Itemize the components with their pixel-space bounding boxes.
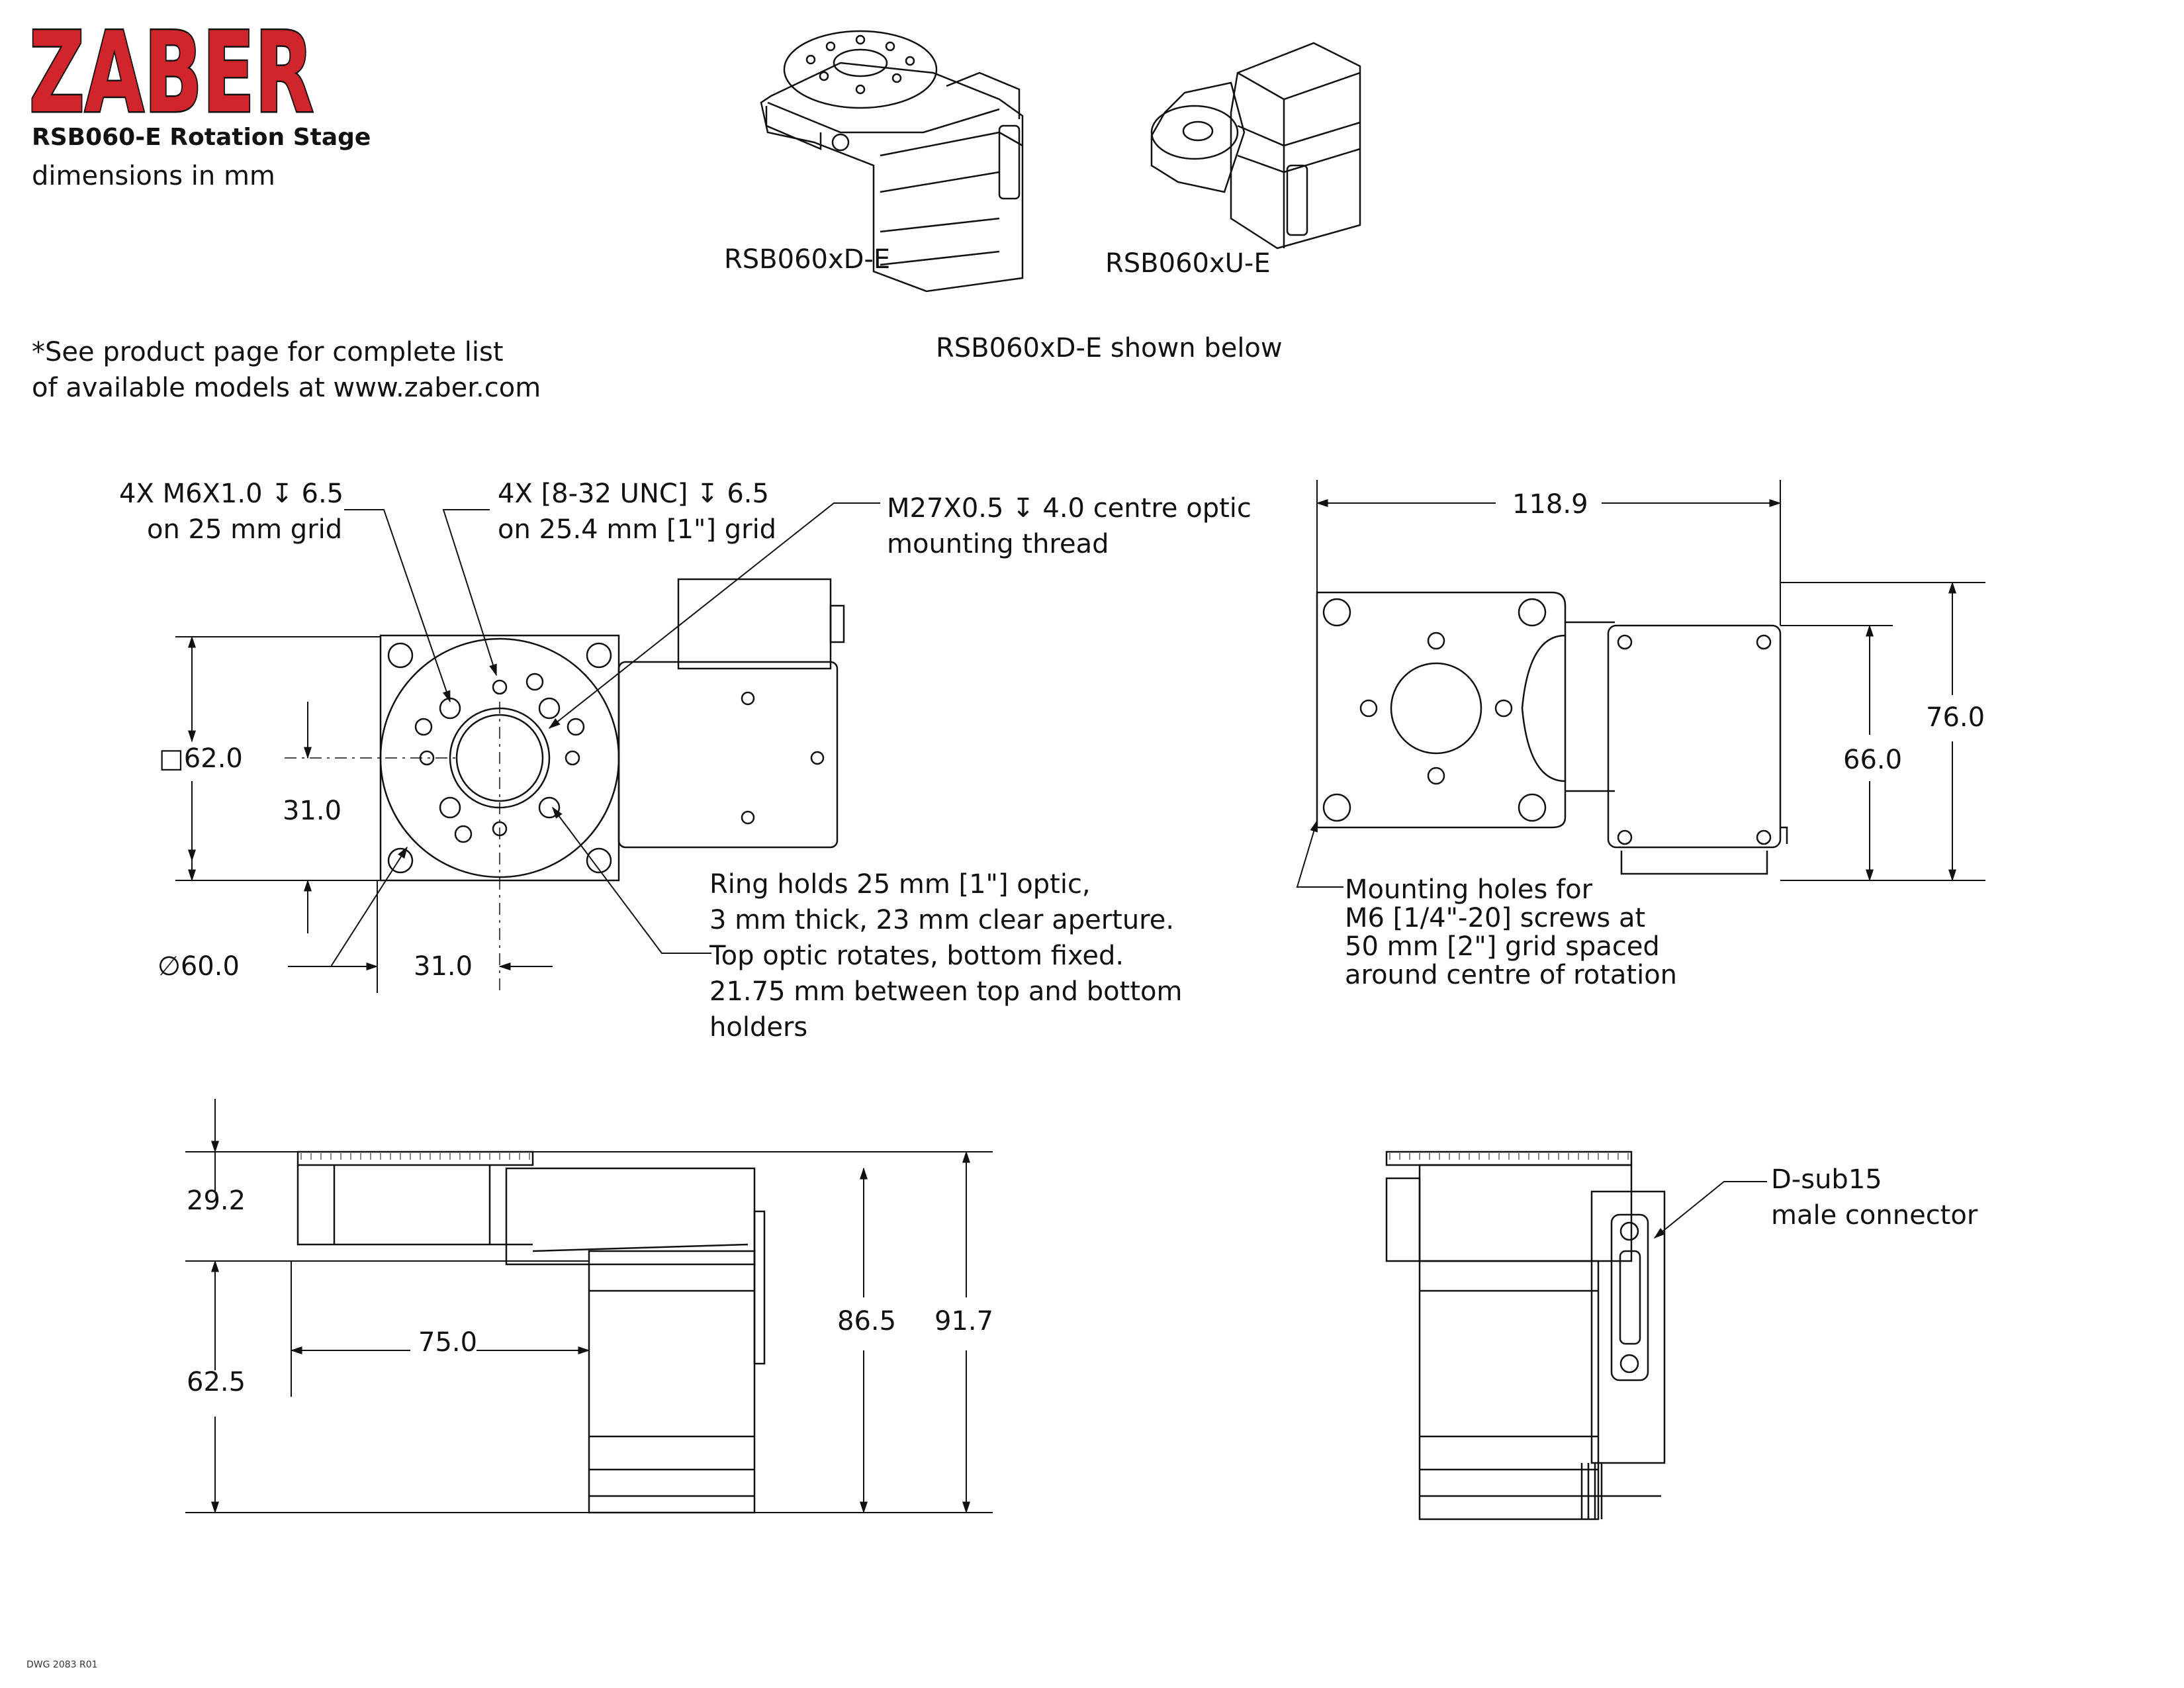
drawing-number: DWG 2083 R01 (26, 1660, 98, 1670)
top-view-dimensions (175, 502, 880, 993)
dim-half-31-vertical: 31.0 (283, 796, 342, 826)
mount-note-line1: Mounting holes for (1345, 874, 1593, 905)
variant-label-downward: RSB060xD-E (724, 244, 891, 275)
side-view (296, 1150, 766, 1514)
callout-unc-holes: 4X [8-32 UNC] ↧ 6.5 (498, 479, 769, 509)
graduated-scale-marks (300, 1153, 1629, 1160)
models-note-line2: of available models at www.zaber.com (32, 373, 541, 403)
units-note: dimensions in mm (32, 161, 275, 191)
dim-75-0: 75.0 (418, 1327, 478, 1358)
callout-m27-thread: M27X0.5 ↧ 4.0 centre optic (887, 493, 1251, 524)
dim-diameter-60: ∅60.0 (158, 951, 240, 982)
dim-height-66: 66.0 (1843, 745, 1903, 775)
mount-note-line3: 50 mm [2"] grid spaced (1345, 931, 1660, 962)
dim-half-31-horizontal: 31.0 (414, 951, 473, 982)
shown-below-note: RSB060xD-E shown below (936, 333, 1283, 363)
connector-note-line1: D-sub15 (1771, 1164, 1882, 1195)
bottom-view (1316, 591, 1788, 875)
callout-m6-holes: 4X M6X1.0 ↧ 6.5 (119, 479, 344, 509)
dim-29-2: 29.2 (187, 1186, 246, 1216)
ring-note-line1: Ring holds 25 mm [1"] optic, (709, 869, 1091, 900)
mount-note-line4: around centre of rotation (1345, 960, 1678, 990)
dim-91-7: 91.7 (934, 1306, 994, 1336)
models-note-line1: *See product page for complete list (32, 337, 504, 367)
callout-m27-mounting: mounting thread (887, 529, 1109, 559)
callout-unc-grid: on 25.4 mm [1"] grid (498, 514, 777, 545)
callout-m6-grid: on 25 mm grid (147, 514, 343, 545)
zaber-logo: ZABER (26, 15, 318, 120)
end-view (1385, 1150, 1666, 1521)
svg-text:ZABER: ZABER (29, 15, 314, 120)
bottom-view-dimensions (1296, 480, 1985, 888)
dim-square-62: □62.0 (159, 743, 243, 774)
ring-note-line5: holders (709, 1012, 808, 1043)
dim-width-118-9: 118.9 (1512, 489, 1588, 520)
side-view-dimensions (185, 1099, 993, 1514)
dim-62-5: 62.5 (187, 1367, 246, 1397)
iso-view-downward-motor (760, 30, 1024, 293)
end-view-dimensions (1653, 1181, 1767, 1239)
mount-note-line2: M6 [1/4"-20] screws at (1345, 903, 1646, 933)
connector-note-line2: male connector (1771, 1200, 1978, 1231)
iso-view-upward-motor (1150, 42, 1361, 250)
top-view (285, 578, 845, 993)
ring-note-line3: Top optic rotates, bottom fixed. (709, 941, 1124, 971)
ring-note-line4: 21.75 mm between top and bottom (709, 976, 1183, 1007)
dim-height-76: 76.0 (1926, 702, 1985, 733)
dim-86-5: 86.5 (837, 1306, 897, 1336)
variant-label-upward: RSB060xU-E (1105, 248, 1271, 279)
ring-note-line2: 3 mm thick, 23 mm clear aperture. (709, 905, 1175, 935)
product-title: RSB060-E Rotation Stage (32, 124, 371, 151)
